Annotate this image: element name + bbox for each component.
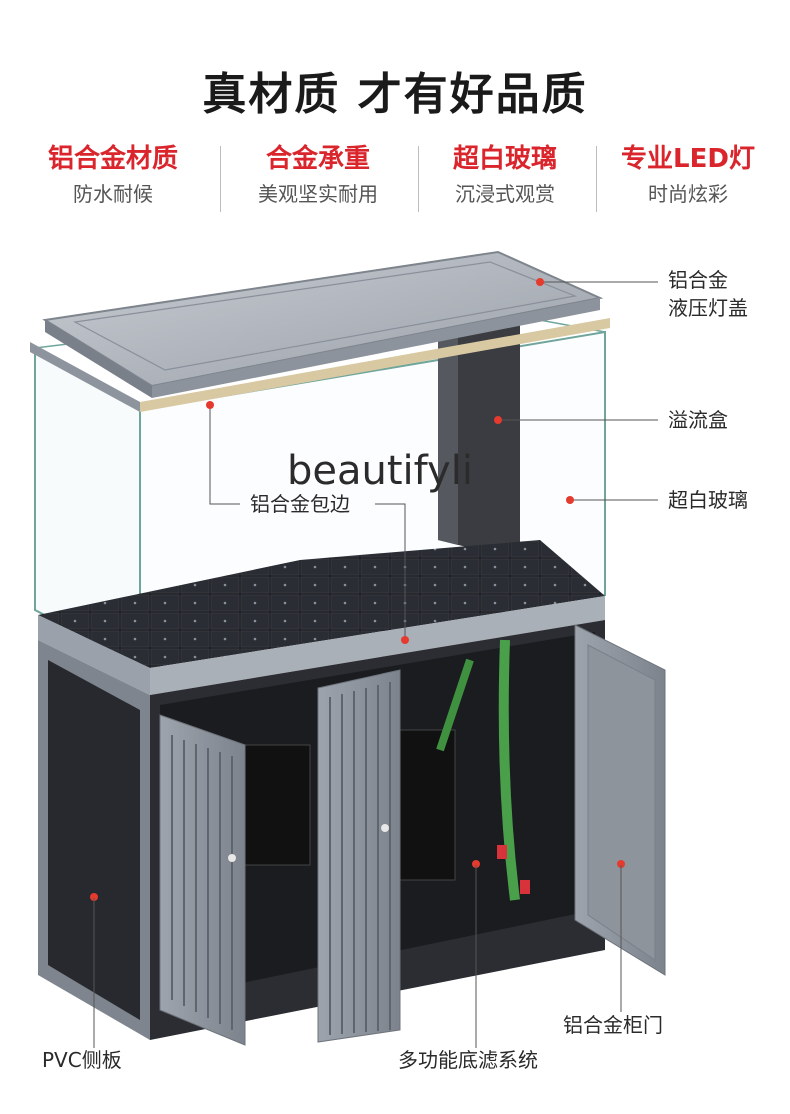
callout-dot-edge — [206, 401, 214, 409]
callout-dot-plate — [401, 636, 409, 644]
feature-item-load: 合金承重 美观坚实耐用 — [228, 140, 408, 210]
bottom-plate — [38, 540, 605, 668]
feature-sub: 时尚炫彩 — [648, 182, 728, 206]
divider — [220, 146, 221, 212]
feature-item-material: 铝合金材质 防水耐候 — [23, 140, 203, 210]
overflow-box — [438, 316, 520, 560]
door-middle — [317, 669, 401, 1043]
callout-dot-filter — [472, 860, 480, 868]
feature-heading: 铝合金材质 — [47, 144, 178, 174]
label-overflow: 溢流盒 — [668, 408, 728, 432]
label-edge: 铝合金包边 — [250, 492, 350, 516]
label-door: 铝合金柜门 — [563, 1013, 663, 1037]
feature-heading: 专业LED灯 — [621, 144, 755, 174]
divider — [418, 146, 419, 212]
feature-heading: 合金承重 — [265, 144, 370, 174]
callout-dot-pvc — [90, 893, 98, 901]
feature-sub: 防水耐候 — [73, 182, 153, 206]
callout-dot-glass — [566, 496, 574, 504]
label-glass: 超白玻璃 — [668, 488, 748, 512]
door-left — [159, 714, 246, 1046]
feature-sub: 沉浸式观赏 — [455, 182, 555, 206]
feature-strip: 铝合金材质 防水耐候 合金承重 美观坚实耐用 超白玻璃 沉浸式观赏 专业LED灯… — [0, 140, 790, 220]
label-filter: 多功能底滤系统 — [398, 1048, 538, 1072]
callout-dot-door — [617, 860, 625, 868]
label-pvc: PVC侧板 — [42, 1048, 122, 1072]
label-lid: 铝合金 液压灯盖 — [668, 268, 748, 320]
feature-item-led: 专业LED灯 时尚炫彩 — [598, 140, 778, 210]
watermark: beautifyli — [287, 448, 473, 494]
callout-dot-lid — [536, 278, 544, 286]
feature-heading: 超白玻璃 — [452, 144, 557, 174]
page-title: 真材质 才有好品质 — [202, 69, 588, 120]
feature-sub: 美观坚实耐用 — [258, 182, 378, 206]
feature-item-glass: 超白玻璃 沉浸式观赏 — [415, 140, 595, 210]
divider — [596, 146, 597, 212]
callout-dot-overflow — [494, 416, 502, 424]
